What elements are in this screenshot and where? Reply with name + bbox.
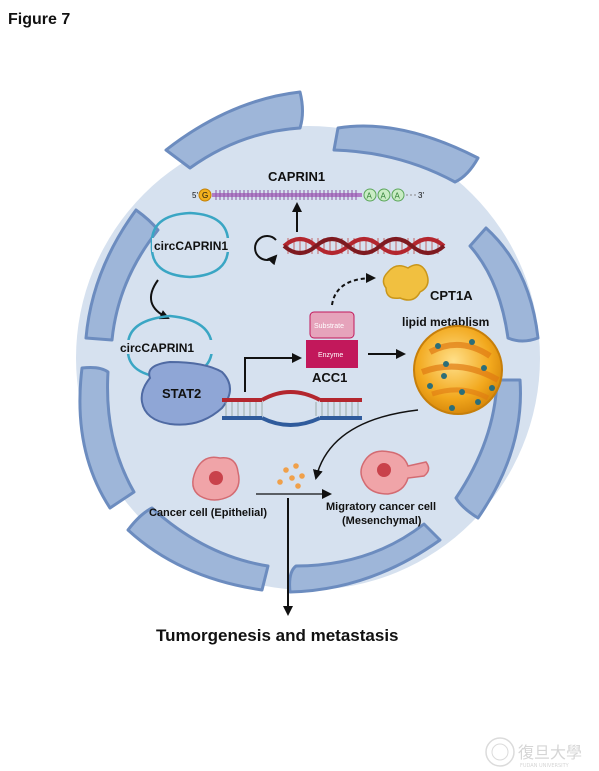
substrate-block: [309, 311, 355, 339]
dna-strand-b: [282, 237, 446, 255]
expression-arrow: [244, 353, 302, 392]
mrna-3prime: 3': [418, 191, 424, 200]
lipid-metabolism-label: lipid metablism: [402, 315, 489, 329]
circular-arrow-icon: [254, 235, 278, 266]
cpt1a-label: CPT1A: [430, 288, 473, 303]
fudan-seal: [485, 737, 515, 767]
membrane-segment: [332, 124, 480, 184]
metabolite-dot: [283, 467, 289, 473]
caprin1-label: CAPRIN1: [268, 169, 325, 184]
lipid-spot: [449, 405, 455, 411]
polya-a-label: A: [395, 192, 401, 201]
polya-tail: A A A: [363, 188, 405, 202]
circcaprin1-top: circCAPRIN1: [150, 211, 230, 279]
mrna-ticks: [215, 190, 357, 200]
membrane-segment: [84, 208, 160, 342]
watermark-cn: 復旦大學: [518, 743, 582, 762]
stat2-label: STAT2: [162, 386, 201, 401]
membrane-segment: [126, 506, 270, 592]
lipid-spot: [489, 385, 495, 391]
metabolite-dots: [277, 463, 305, 489]
lipid-to-emt-arrow: [313, 409, 419, 480]
polya-a-label: A: [381, 192, 387, 201]
metabolite-dot: [293, 463, 299, 469]
circcaprin1-bottom: circCAPRIN1: [118, 314, 220, 380]
mrna-5prime: 5': [192, 191, 198, 200]
migratory-label-line2: (Mesenchymal): [342, 515, 422, 527]
promoter-dna: [222, 390, 362, 427]
mrna-cap: [198, 188, 212, 202]
outcome-label: Tumorgenesis and metastasis: [156, 626, 399, 645]
lipid-spot: [441, 373, 447, 379]
polya-a-label: A: [367, 192, 373, 201]
fudan-watermark: 復旦大學 FUDAN UNIVERSITY: [485, 737, 582, 769]
enzyme-label: Enzyme: [318, 352, 343, 359]
cancer-epithelial-label: Cancer cell (Epithelial): [149, 507, 267, 519]
membrane-segment: [164, 90, 304, 170]
metabolite-dot: [299, 473, 305, 479]
lipid-spot: [475, 399, 481, 405]
circcaprin1-top-label: circCAPRIN1: [154, 239, 228, 253]
polya-a: [391, 188, 405, 202]
lipid-spot: [427, 383, 433, 389]
migratory-cancer-cell: [360, 450, 430, 495]
migratory-label-line1: Migratory cancer cell: [326, 501, 436, 513]
lipid-spot: [435, 343, 441, 349]
lipid-droplet: [413, 325, 503, 415]
membrane-segment: [288, 522, 442, 594]
cell-membrane: [78, 90, 540, 594]
substrate-label: Substrate: [314, 323, 344, 330]
mrna-cap-label: G: [202, 191, 208, 200]
dna-strand-a: [282, 237, 446, 255]
metabolite-dot: [289, 475, 295, 481]
lipid-spot: [443, 361, 449, 367]
membrane-segment: [454, 378, 522, 520]
lipid-spot: [459, 389, 465, 395]
membrane-segment: [468, 226, 540, 343]
epithelial-cancer-cell: [192, 456, 240, 501]
cpt1a-dashed-arrow: [331, 273, 376, 306]
lipid-spot: [469, 339, 475, 345]
circcaprin1-bottom-label: circCAPRIN1: [120, 341, 194, 355]
dna-helix: [282, 237, 446, 255]
figure-label: Figure 7: [8, 11, 70, 28]
acc1-label: ACC1: [312, 370, 347, 385]
metabolite-dot: [295, 483, 301, 489]
metabolite-dot: [277, 479, 283, 485]
stat2-protein: [140, 360, 231, 426]
lipid-spot: [481, 365, 487, 371]
polya-a: [363, 188, 377, 202]
watermark-en: FUDAN UNIVERSITY: [520, 763, 570, 769]
cpt1a-protein: [382, 264, 429, 301]
lipid-spots: [427, 339, 495, 411]
promoter-rungs: [225, 402, 359, 416]
membrane-segment: [78, 366, 136, 510]
polya-a: [377, 188, 391, 202]
acc1-complex: Substrate Enzyme: [306, 311, 358, 368]
enzyme-block: [306, 340, 358, 368]
